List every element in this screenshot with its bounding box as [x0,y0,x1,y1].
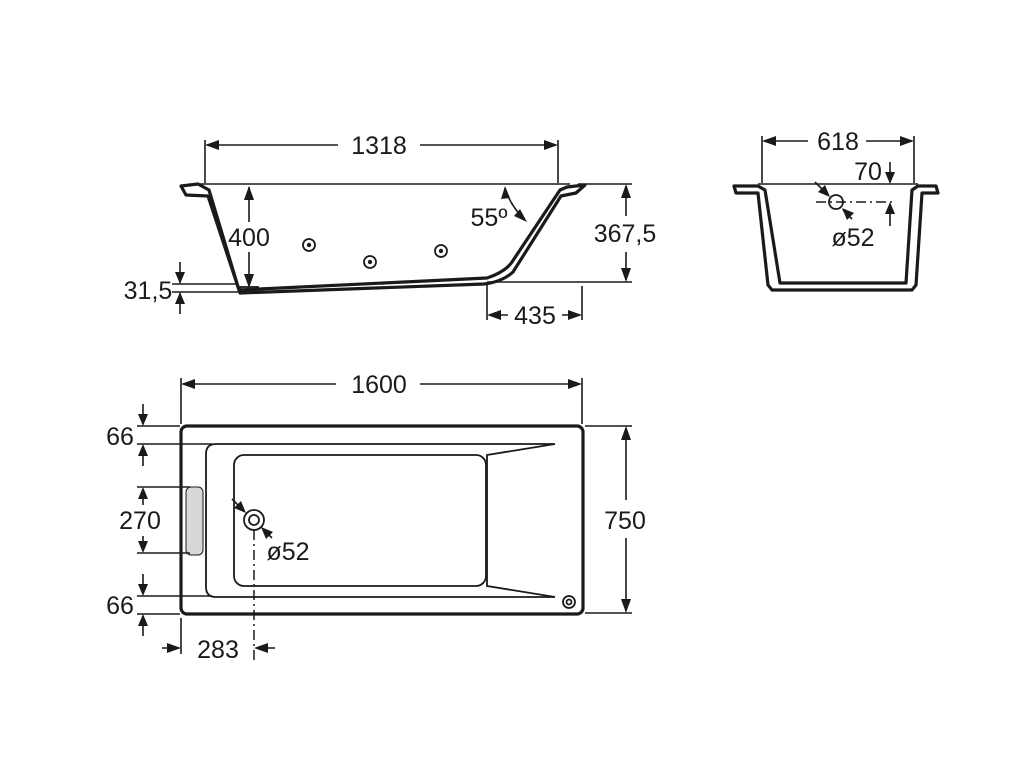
dim-70-label: 70 [854,158,882,186]
arrowhead [762,136,776,146]
dim-283-label: 283 [197,636,239,664]
arrowhead [234,501,246,513]
dim-750-label: 750 [604,507,646,535]
arrowhead [138,584,148,596]
arrowhead [167,643,181,653]
arrowhead [205,140,219,150]
side-view: 1318 400 55º 367,5 31,5 4 [124,132,657,330]
overflow-icon [562,595,576,609]
arrowhead [818,185,830,197]
arrowhead [138,414,148,426]
arrowhead [621,426,631,440]
arrowhead [175,272,185,284]
top-view-basin-floor [233,454,487,587]
arrowhead [261,527,273,539]
arrowhead [621,184,631,198]
jet-center [438,248,444,254]
top-view-outer-rim [179,424,585,616]
dim-435-label: 435 [514,302,556,330]
arrowhead [138,614,148,626]
arrowhead [568,310,582,320]
arrowhead [244,274,254,288]
headrest [185,486,204,556]
arrowhead [138,541,148,553]
dim-end-d52-label: ø52 [831,224,874,252]
dim-1318-label: 1318 [351,132,407,160]
end-view-tub-outline [732,184,940,292]
dim-angle-label: 55º [471,204,508,232]
top-view: 1600 750 66 270 66 [106,371,646,664]
arrowhead [544,140,558,150]
jet-center [306,242,312,248]
arrowhead [621,268,631,282]
dim-66-bottom-label: 66 [106,592,134,620]
side-view-tub-outline [179,182,587,295]
jet-icon [434,244,448,258]
arrowhead [900,136,914,146]
arrowhead [138,444,148,456]
arrowhead [487,310,501,320]
dim-1600-label: 1600 [351,371,407,399]
top-view-inner-basin [205,443,556,598]
dim-400-label: 400 [228,224,270,252]
arrowhead [501,186,510,199]
dim-top-d52-label: ø52 [266,538,309,566]
arrowhead [138,487,148,499]
arrowhead [885,202,895,214]
arrowhead [842,208,854,220]
arrowhead [244,186,254,200]
dim-367-label: 367,5 [594,220,657,248]
arrowhead [181,379,195,389]
dim-31-label: 31,5 [124,277,173,305]
jet-icon [363,255,377,269]
dim-618-label: 618 [817,128,859,156]
overflow-center [565,598,573,606]
arrowhead [568,379,582,389]
arrowhead [254,643,268,653]
dim-66-top-label: 66 [106,423,134,451]
jet-center [367,259,373,265]
drain-icon [828,194,844,210]
arrowhead [514,209,527,222]
jet-icon [302,238,316,252]
arrowhead [621,599,631,613]
dim-270-label: 270 [119,507,161,535]
end-view: 618 70 ø52 [732,128,940,292]
side-view-jets [302,238,448,269]
arrowhead [175,292,185,304]
drain-inner [248,514,260,526]
arrowhead [885,172,895,184]
